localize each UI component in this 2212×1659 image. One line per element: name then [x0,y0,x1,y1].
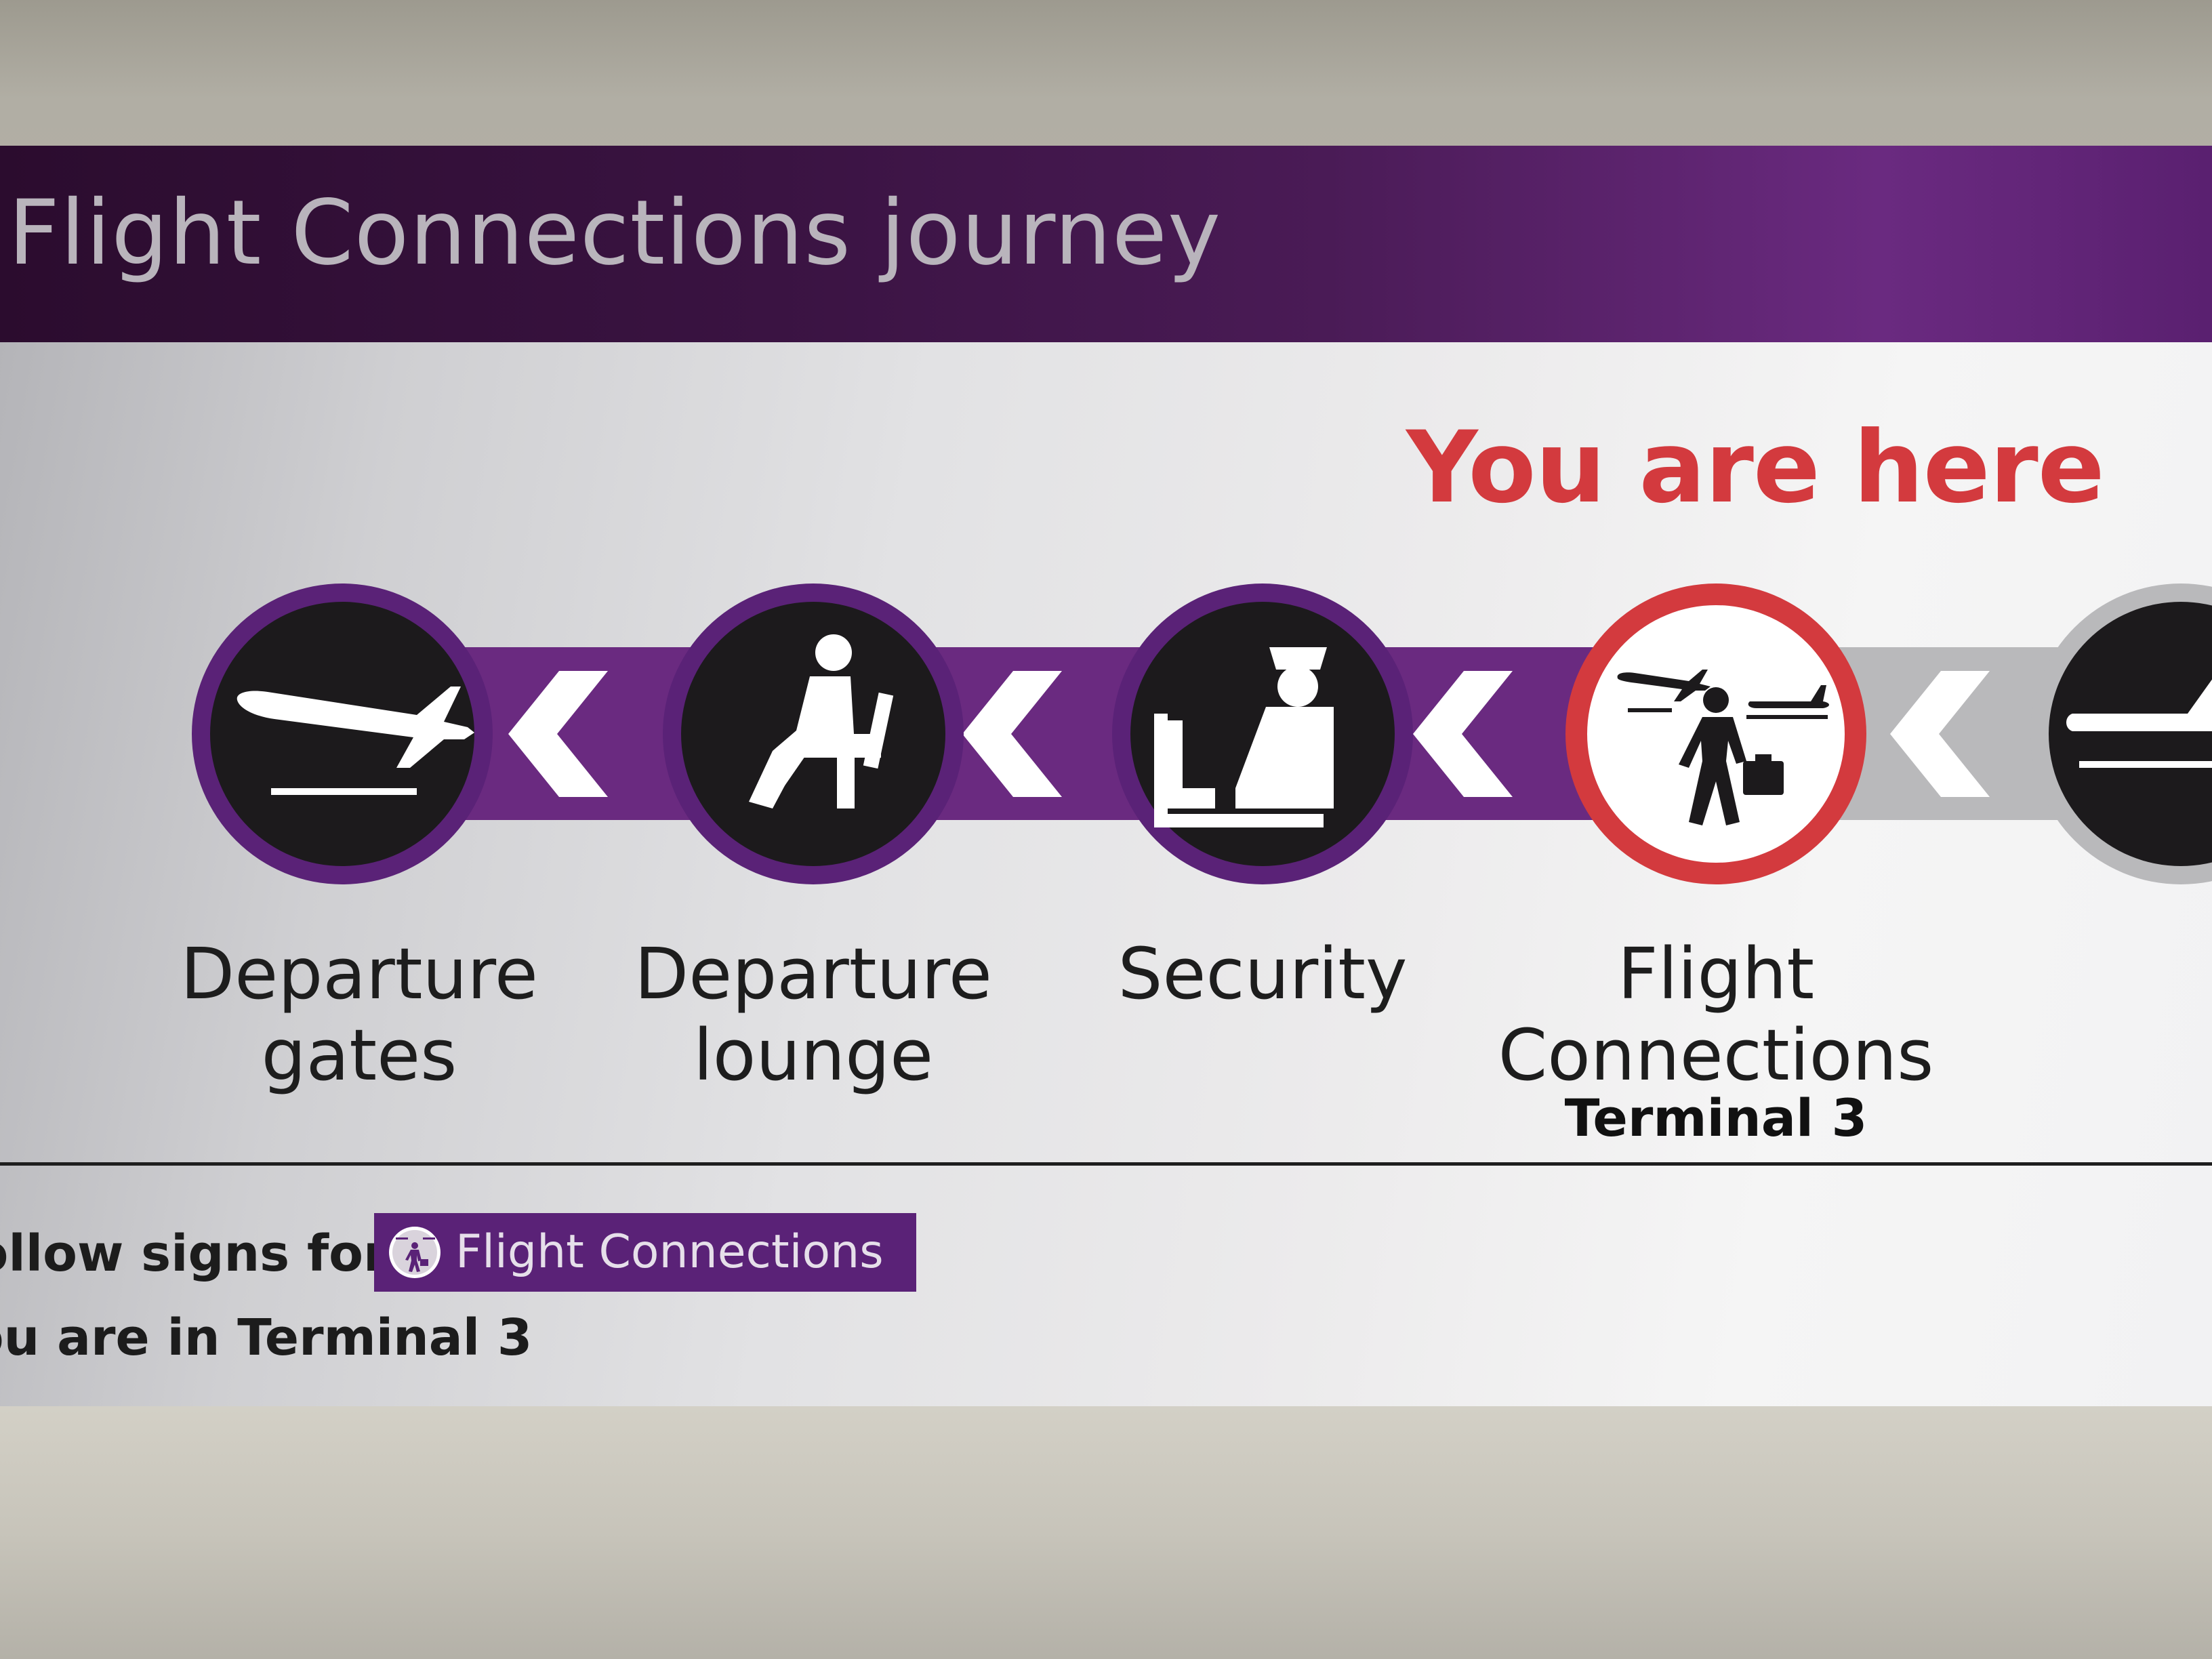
sign-title: Flight Connections journey [8,181,1222,285]
security-officer-icon [1154,647,1334,827]
journey-diagram [192,583,2212,884]
departing-plane-icon [237,687,474,795]
step-sublabel-terminal: Terminal 3 [1564,1088,1868,1148]
divider-line [0,1162,2212,1166]
arriving-plane-icon [2066,679,2212,768]
chevron-left-icon [962,671,1062,797]
terminal-note: You are in Terminal 3 [0,1309,533,1367]
step-label-security: Security [1118,933,1408,1015]
chevron-left-icon [1890,671,1990,797]
step-departure-lounge [663,583,964,884]
step-flight-connections [1565,583,1866,884]
chevron-left-icon [508,671,608,797]
you-are-here-marker: You are here [1406,410,2105,525]
transfer-passenger-icon [1617,670,1829,825]
chevron-left-icon [1413,671,1513,797]
wayfinding-sign: Flight Connections journey You are here [0,146,2212,1406]
step-label-departure-lounge: Departure lounge [634,933,992,1097]
header-band: Flight Connections journey [0,146,2212,342]
step-label-flight-connections: Flight Connections [1498,933,1934,1097]
seated-passenger-icon [749,634,894,808]
badge-label: Flight Connections [455,1225,884,1279]
step-departure-gates [192,583,493,884]
step-security [1112,583,1413,884]
flight-connections-badge: Flight Connections [374,1213,916,1292]
follow-signs-text: Follow signs for [0,1225,388,1283]
step-label-departure-gates: Departure gates [180,933,538,1097]
step-arrivals [2030,583,2212,884]
transfer-passenger-icon [389,1227,441,1278]
wall-below-sign [0,1406,2212,1659]
